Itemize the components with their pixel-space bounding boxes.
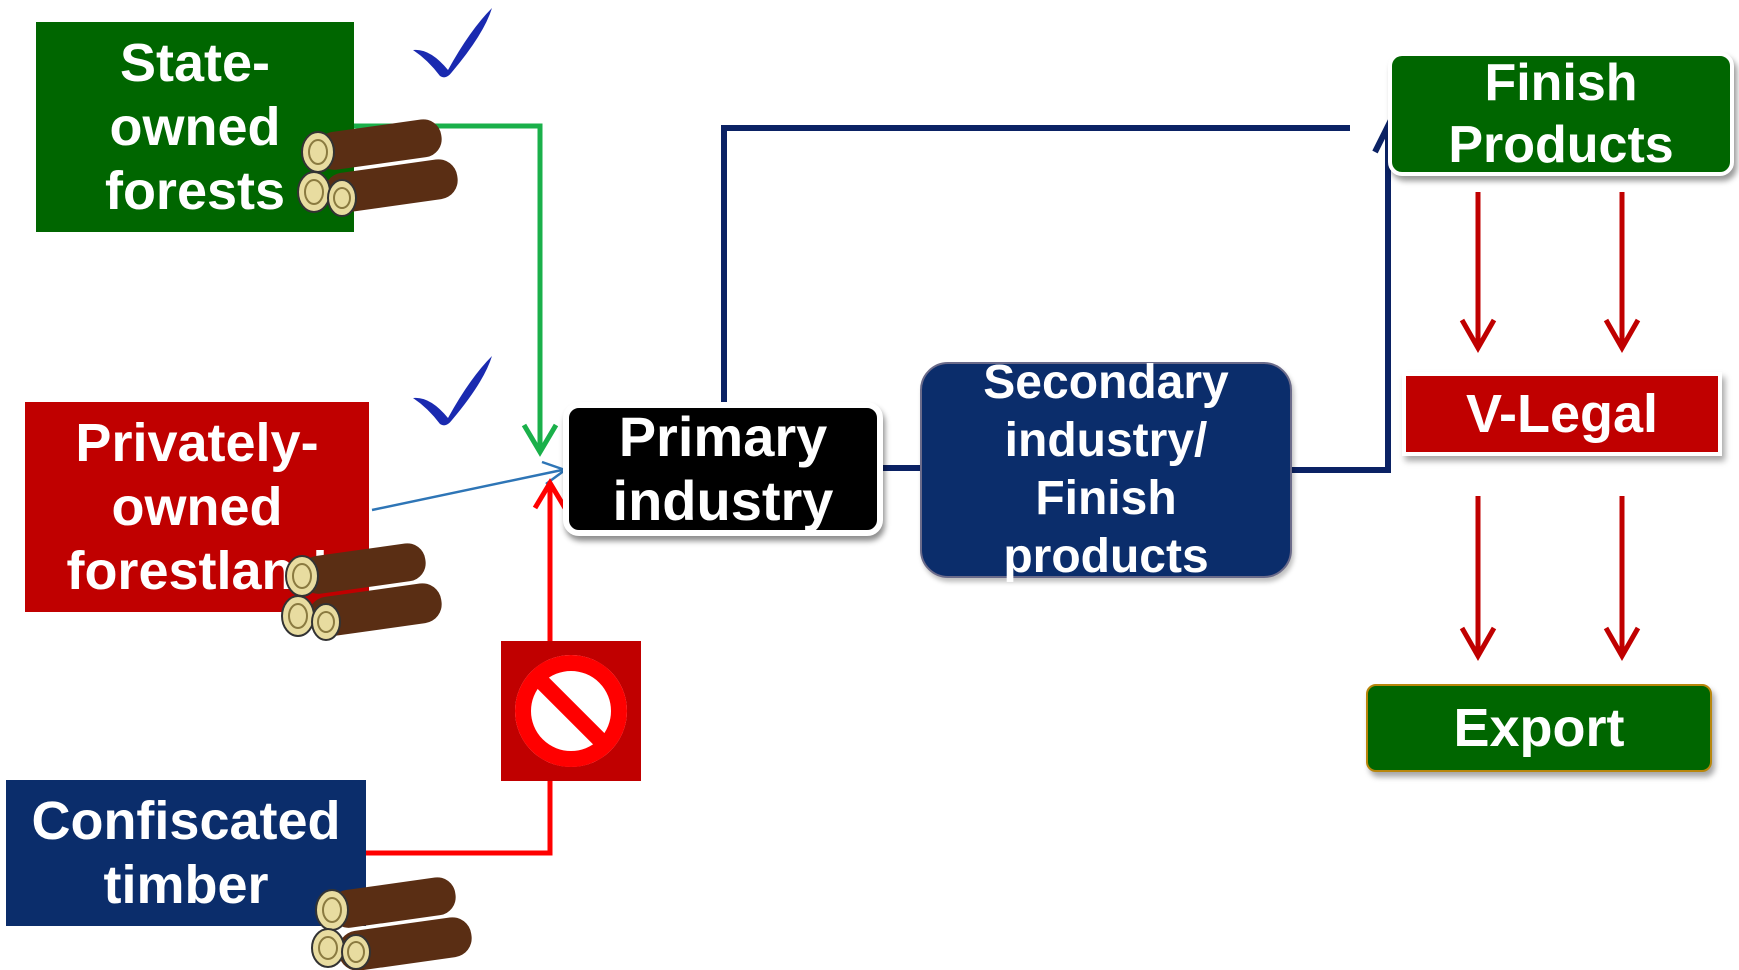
- finish-products-label: Finish Products: [1448, 54, 1674, 174]
- arrowhead-vlegal-export-left: [1459, 626, 1497, 662]
- flow-primary-to-finish: [721, 125, 1350, 402]
- arrowhead-vlegal-export-right: [1603, 626, 1641, 662]
- export-label: Export: [1453, 698, 1625, 758]
- flow-secondary-to-finish: [1292, 130, 1391, 473]
- connectors: [354, 119, 1641, 856]
- confiscated-timber-label: Confiscated timber: [31, 791, 341, 915]
- v-legal-box: V-Legal: [1402, 372, 1722, 456]
- timber-logs-icon: [311, 877, 472, 970]
- timber-logs-icon: [297, 119, 458, 217]
- timber-logs-icon: [281, 543, 442, 641]
- secondary-industry-box: Secondary industry/ Finish products: [920, 356, 1292, 583]
- primary-industry-box: Primary industry: [563, 402, 883, 536]
- secondary-industry-label: Secondary industry/ Finish products: [983, 356, 1229, 583]
- arrowhead-finish-vlegal-right: [1603, 318, 1641, 354]
- flow-confiscated-to-primary: [366, 486, 553, 856]
- state-owned-forests-label: State- owned forests: [104, 33, 286, 221]
- flow-confiscated-arrowhead: [532, 478, 568, 510]
- primary-industry-label: Primary industry: [612, 405, 834, 532]
- export-box: Export: [1366, 684, 1712, 772]
- flow-private-to-primary: [371, 468, 563, 512]
- v-legal-label: V-Legal: [1465, 384, 1659, 444]
- check-mark-icon: [413, 356, 492, 426]
- check-mark-icon: [413, 8, 492, 78]
- prohibited-sign-icon: [501, 641, 641, 781]
- arrowhead-finish-vlegal-left: [1459, 318, 1497, 354]
- flow-state-arrowhead: [521, 423, 559, 457]
- privately-owned-forestland-label: Privately- owned forestland: [66, 413, 328, 601]
- confiscated-timber-box: Confiscated timber: [6, 780, 366, 926]
- finish-products-box: Finish Products: [1388, 52, 1734, 176]
